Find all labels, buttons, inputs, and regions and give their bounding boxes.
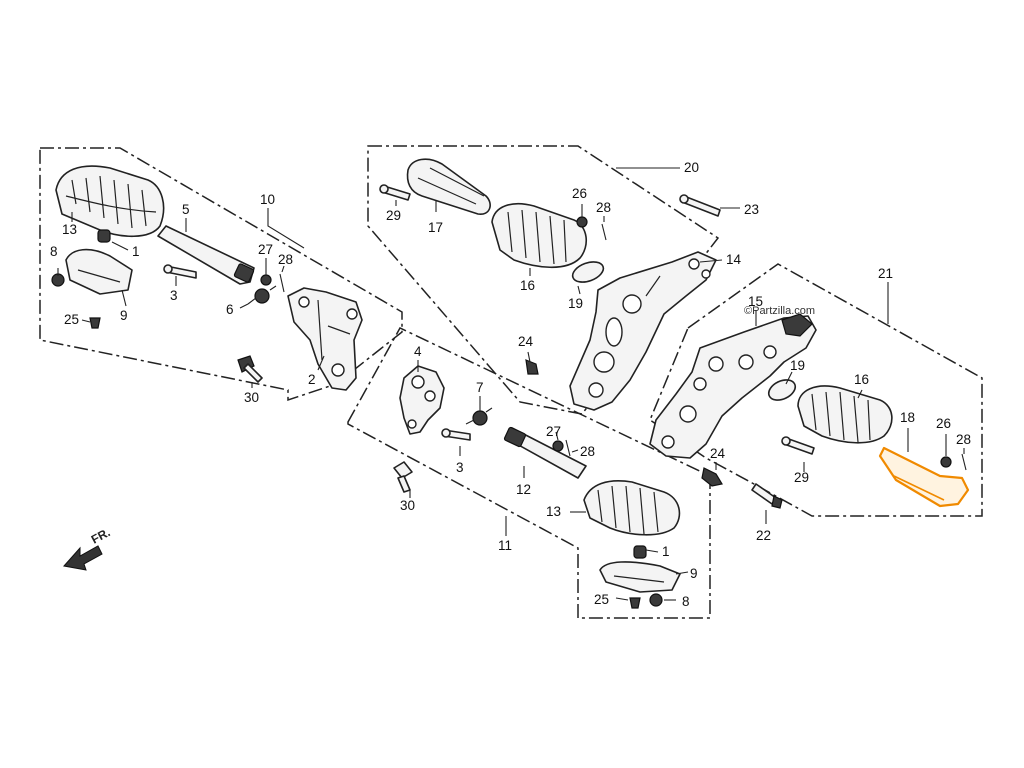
callout-29: 29 [794,470,809,485]
callout-29: 29 [386,208,401,223]
screw-25-left [89,317,101,329]
callout-13: 13 [546,504,561,519]
pad-19-top [571,261,605,283]
cotter-pin-28-left [279,273,285,293]
callout-28: 28 [596,200,611,215]
bracket-4 [399,365,445,435]
callout-25: 25 [64,312,79,327]
callout-4: 4 [414,344,422,359]
bracket-15 [649,313,817,459]
callout-30: 30 [244,390,259,405]
footpeg-rubber-16-right [797,385,893,444]
callout-11: 11 [498,538,512,553]
callout-20: 20 [684,160,699,175]
callout-27: 27 [258,242,273,257]
collar-1-left [97,229,111,243]
cotter-pin-28-top [601,223,607,241]
callout-16: 16 [854,372,869,387]
step-guard-18-highlighted [878,446,970,508]
bolt-30-center [393,461,413,493]
callout-30: 30 [400,498,415,513]
callout-15: 15 [748,294,763,309]
callout-1: 1 [132,244,140,259]
callout-17: 17 [428,220,443,235]
assembly-outline-20 [367,145,720,415]
callout-8: 8 [50,244,58,259]
callout-12: 12 [516,482,531,497]
footpeg-rubber-16-top [491,202,587,269]
spring-plate-9-center [599,561,681,593]
cotter-pin-28-right [961,453,967,471]
callout-26: 26 [936,416,951,431]
callout-24: 24 [518,334,534,349]
callout-28: 28 [278,252,293,267]
footpeg-holder-17 [406,158,491,215]
callout-5: 5 [182,202,190,217]
callout-23: 23 [744,202,759,217]
callout-8: 8 [682,594,690,609]
callout-22: 22 [756,528,771,543]
callouts: 13 1 8 9 25 5 3 6 27 28 10 2 30 29 17 16… [50,160,971,609]
spring-plate-9-left [65,248,133,295]
spring-6 [247,285,277,305]
bolt-29-top [379,184,411,201]
washer-26-top [576,216,588,228]
bolt-24-right [701,467,723,487]
pin-3-left [163,264,197,279]
collar-1-center [633,545,647,559]
callout-21: 21 [878,266,893,281]
leader-lines [57,167,965,601]
callout-25: 25 [594,592,609,607]
callout-19: 19 [568,296,583,311]
bolt-22 [751,483,783,509]
pin-3-center [441,428,471,441]
callout-13: 13 [62,222,77,237]
callout-26: 26 [572,186,587,201]
assembly-outline-11 [347,327,711,619]
callout-3: 3 [456,460,464,475]
callout-27: 27 [546,424,561,439]
bracket-14 [569,251,717,411]
callout-28: 28 [956,432,971,447]
callout-16: 16 [520,278,535,293]
front-direction-label: FR. [89,525,113,546]
callout-24: 24 [710,446,726,461]
pad-19-right [767,379,797,401]
nut-8-center [649,593,663,607]
callout-3: 3 [170,288,178,303]
bolt-24-center [525,359,539,375]
callout-1: 1 [662,544,670,559]
bracket-2 [287,287,363,391]
callout-7: 7 [476,380,484,395]
bolt-29-right [781,436,815,455]
cotter-pin-28-center [565,439,571,457]
watermark: ©Partzilla.com [744,305,815,317]
spring-7 [465,407,493,426]
callout-6: 6 [226,302,234,317]
bolt-23 [679,194,721,217]
washer-27-left [260,274,272,286]
screw-25-center [629,597,641,609]
callout-9: 9 [120,308,128,323]
callout-14: 14 [726,252,742,267]
washer-26-right [940,456,952,468]
pin-5 [157,225,255,285]
callout-2: 2 [308,372,316,387]
bolt-30-left [237,355,263,383]
callout-10: 10 [260,192,275,207]
callout-18: 18 [900,410,915,425]
callout-28: 28 [580,444,595,459]
footpeg-rubber-13-center [583,480,681,536]
washer-27-center [552,440,564,452]
front-direction-arrow-icon: FR. [63,525,113,571]
pin-12 [503,426,587,479]
footpeg-rubber-13-left [55,165,165,238]
callout-19: 19 [790,358,805,373]
callout-9: 9 [690,566,698,581]
